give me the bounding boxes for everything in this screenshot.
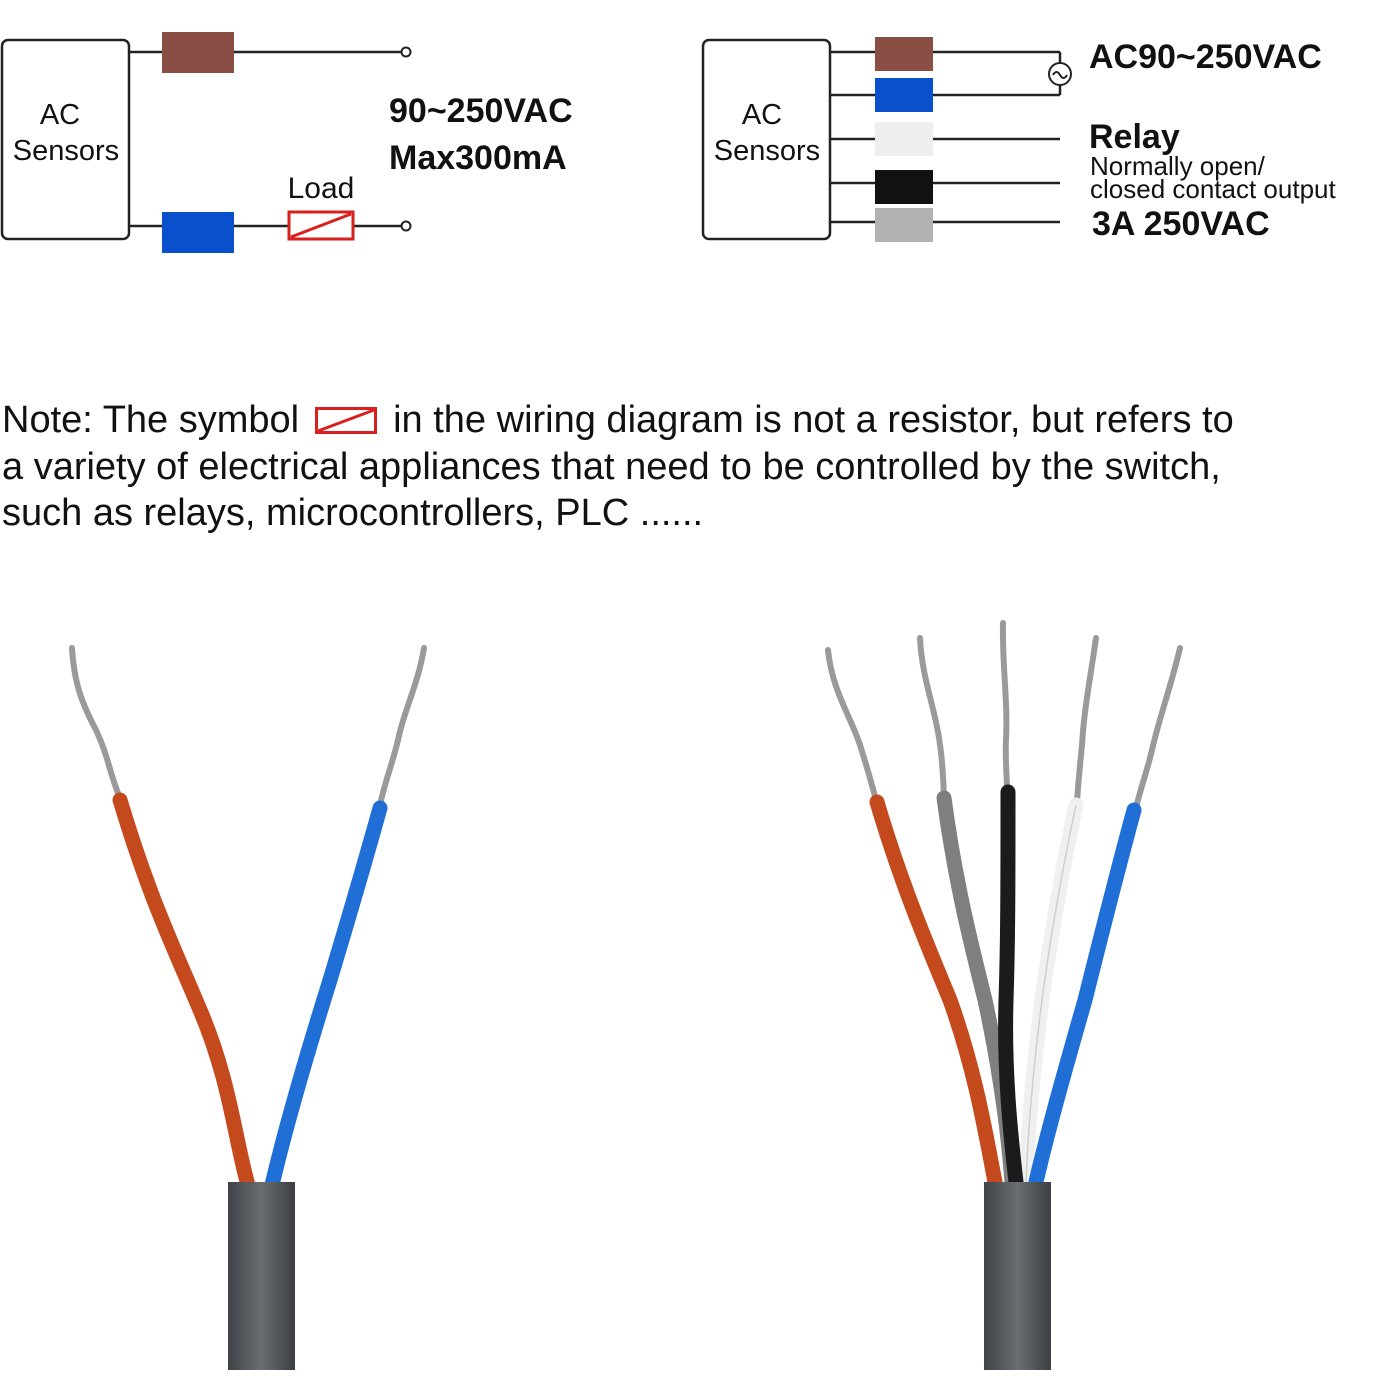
strand-orange	[69, 645, 123, 801]
note-line1-after: in the wiring diagram is not a resistor,…	[393, 399, 1234, 441]
blue-wire-marker	[162, 212, 234, 253]
relay-desc-line1: Normally open/	[1090, 151, 1266, 181]
orange-wire	[112, 792, 256, 1193]
note-line-2: a variety of electrical appliances that …	[2, 446, 1221, 488]
blue-wire-5	[1028, 802, 1142, 1190]
relay-label: Relay	[1089, 118, 1180, 156]
white-marker	[875, 122, 933, 156]
orange-wire-5	[869, 794, 1003, 1190]
blue-wire	[264, 800, 388, 1193]
terminal-bottom	[400, 220, 412, 232]
strand-4	[1074, 635, 1099, 805]
load-label: Load	[288, 172, 355, 205]
black-marker	[875, 170, 933, 204]
strand-1	[825, 647, 879, 803]
load-symbol-icon	[287, 210, 355, 241]
sensor-label-right-line1: AC	[742, 99, 782, 131]
strand-5	[1133, 645, 1183, 811]
note-line1-before: Note: The symbol	[2, 399, 300, 441]
cable-jacket-5	[984, 1182, 1051, 1370]
note-line-1: Note: The symbol in the wiring diagram i…	[2, 401, 1234, 439]
cable-jacket	[228, 1182, 295, 1370]
black-wire-5	[998, 784, 1024, 1190]
strand-blue	[377, 645, 427, 808]
current-label: Max300mA	[389, 139, 567, 177]
ac-source-icon	[1048, 62, 1072, 86]
brown-marker	[875, 37, 933, 71]
supply-label: AC90~250VAC	[1089, 38, 1322, 76]
strand-3	[999, 620, 1010, 793]
relay-desc-line2: closed contact output	[1090, 174, 1336, 204]
note-line-3: such as relays, microcontrollers, PLC ..…	[2, 492, 704, 534]
gray-marker	[875, 208, 933, 242]
sensor-label-line2: Sensors	[13, 135, 119, 167]
blue-marker	[875, 78, 933, 112]
load-symbol-icon	[315, 407, 378, 434]
sensor-label-right-line2: Sensors	[714, 135, 820, 167]
brown-wire-marker	[162, 32, 234, 73]
two-wire-diagram: AC Sensors Load 90~250VAC Max300mA	[0, 32, 573, 253]
terminal-top	[400, 46, 412, 58]
five-wire-cable	[825, 620, 1183, 1370]
two-wire-cable	[69, 645, 427, 1370]
ac-sensor-box	[0, 38, 131, 241]
strand-2	[917, 635, 947, 798]
five-wire-diagram: AC Sensors AC90~250VAC Relay Normally op…	[701, 37, 1336, 243]
voltage-label: 90~250VAC	[389, 92, 573, 130]
sensor-label-line1: AC	[40, 99, 80, 131]
relay-rating: 3A 250VAC	[1092, 205, 1270, 243]
white-wire-5-outline	[1025, 804, 1077, 1183]
